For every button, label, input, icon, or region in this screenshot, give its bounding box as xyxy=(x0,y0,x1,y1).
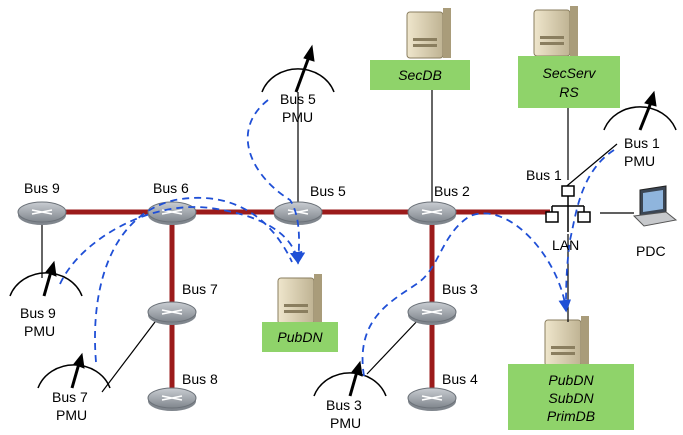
bus8-label: Bus 8 xyxy=(182,371,218,387)
router-bus8-icon xyxy=(147,387,197,411)
flow-bus3-pmu xyxy=(361,212,572,377)
server-secserv-icon xyxy=(533,6,578,57)
lan-switch-icon xyxy=(545,185,591,232)
pmu-bus5-label-line2: PMU xyxy=(282,109,313,125)
router-bus4-icon xyxy=(407,387,457,411)
bus3-label: Bus 3 xyxy=(442,281,478,297)
pmu-bus7-label-line1: Bus 7 xyxy=(52,389,88,405)
bus4-label: Bus 4 xyxy=(442,371,478,387)
flow-bus7-pmu xyxy=(94,196,293,363)
secserv-label-line2: RS xyxy=(559,84,579,100)
pmu-bus9-gauge-icon xyxy=(9,260,83,297)
secdb-label: SecDB xyxy=(398,67,442,83)
pmu-bus3-gauge-icon xyxy=(313,360,387,397)
bus1-label: Bus 1 xyxy=(526,167,562,183)
communication-links xyxy=(41,90,634,393)
pmu-bus3-label-line2: PMU xyxy=(330,415,361,431)
flow-bus5-pmu xyxy=(246,99,306,265)
router-bus7-icon xyxy=(147,301,197,325)
flow-bus9-pmu xyxy=(59,206,303,285)
bus6-label: Bus 6 xyxy=(153,180,189,196)
bus5-label: Bus 5 xyxy=(310,183,346,199)
main-server-label-line2: SubDN xyxy=(548,390,594,406)
server-pubdn-icon xyxy=(277,274,322,325)
pmu-bus7-gauge-icon xyxy=(37,352,111,389)
pmu-bus1-gauge-icon xyxy=(603,90,677,131)
router-bus5-icon xyxy=(273,201,323,225)
secserv-label-box xyxy=(518,56,620,108)
flow-bus1-pmu xyxy=(565,149,615,311)
pmu-bus5-label-line1: Bus 5 xyxy=(280,91,316,107)
pmu-bus9-label-line1: Bus 9 xyxy=(20,305,56,321)
bus7-label: Bus 7 xyxy=(182,281,218,297)
main-server-label-box xyxy=(508,364,634,430)
main-server-label-line1: PubDN xyxy=(548,372,594,388)
server-secdb-icon xyxy=(406,8,451,59)
router-bus6-icon xyxy=(147,201,197,225)
secserv-label-line1: SecServ xyxy=(543,65,597,81)
pmu-bus5-gauge-icon xyxy=(261,44,335,93)
router-bus2-icon xyxy=(407,201,457,225)
bus2-label: Bus 2 xyxy=(434,183,470,199)
secdb-label-box xyxy=(370,60,470,90)
data-flow-paths xyxy=(59,99,615,377)
lan-label: LAN xyxy=(552,237,579,253)
pmu-bus3-label-line1: Bus 3 xyxy=(326,397,362,413)
pmu-bus9-label-line2: PMU xyxy=(24,323,55,339)
router-bus3-icon xyxy=(407,301,457,325)
pmu-bus1-label-line2: PMU xyxy=(624,153,655,169)
laptop-icon xyxy=(632,185,678,227)
router-bus9-icon xyxy=(17,201,67,225)
pdc-label: PDC xyxy=(636,243,666,259)
bus9-label: Bus 9 xyxy=(24,180,60,196)
server-main-icon xyxy=(544,316,589,367)
pmu-bus7-label-line2: PMU xyxy=(56,407,87,423)
pmu-bus1-label-line1: Bus 1 xyxy=(624,135,660,151)
pubdn-label-box xyxy=(262,322,338,352)
pubdn-label: PubDN xyxy=(277,329,323,345)
main-server-label-line3: PrimDB xyxy=(547,408,595,424)
